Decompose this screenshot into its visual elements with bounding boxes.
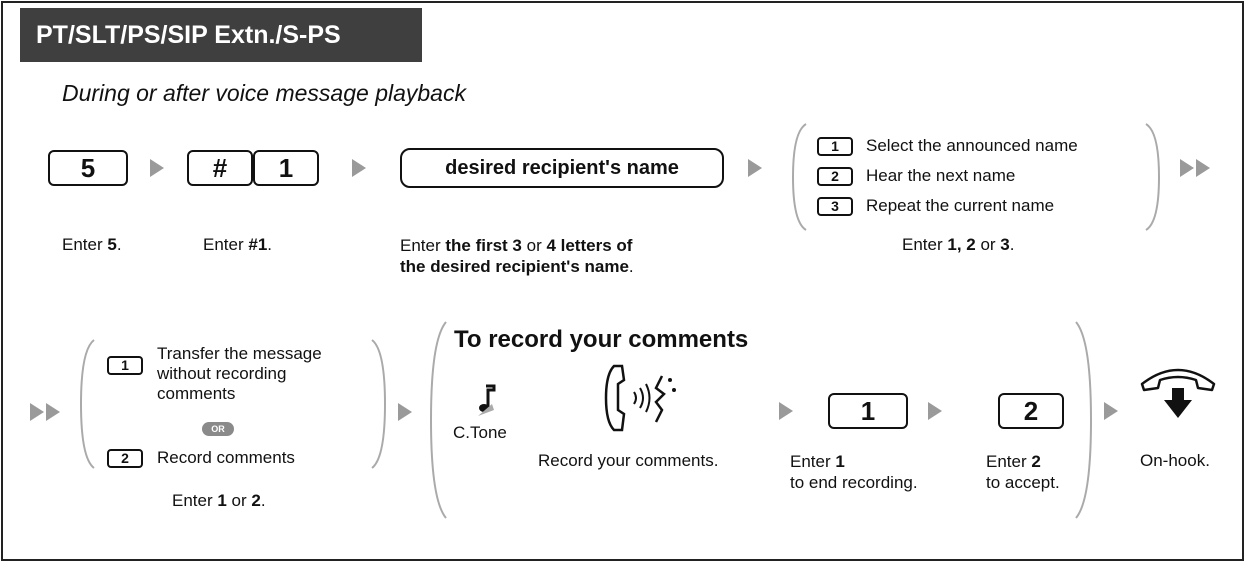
arrow-icon [398, 403, 412, 421]
option-key-3: 3 [817, 197, 853, 216]
arrow-icon [150, 159, 164, 177]
option-key-1: 1 [817, 137, 853, 156]
left-bracket [79, 339, 95, 469]
arrow-icon [352, 159, 366, 177]
caption-enter-1-or-2: Enter 1 or 2. [172, 491, 266, 510]
key-2-accept: 2 [998, 393, 1064, 429]
record-section-title: To record your comments [454, 326, 749, 353]
caption-on-hook: On-hook. [1140, 451, 1210, 470]
key-hash: # [187, 150, 253, 186]
caption-enter-options: Enter 1, 2 or 3. [902, 235, 1015, 254]
arrow-icon [748, 159, 762, 177]
key-1: 1 [253, 150, 319, 186]
option-key-1: 1 [107, 356, 143, 375]
arrow-icon [779, 402, 793, 420]
caption-enter-hash1: Enter #1. [203, 235, 273, 254]
or-badge: OR [202, 422, 234, 436]
right-bracket [1145, 123, 1161, 231]
left-bracket [791, 123, 807, 231]
option-label-1: Select the announced name [866, 136, 1078, 155]
subtitle: During or after voice message playback [62, 80, 466, 106]
option-key-2: 2 [817, 167, 853, 186]
arrow-icon [1180, 159, 1194, 177]
key-1-end: 1 [828, 393, 908, 429]
key-5: 5 [48, 150, 128, 186]
arrow-icon [928, 402, 942, 420]
on-hook-handset-icon [1140, 368, 1216, 418]
recipient-name-box: desired recipient's name [400, 148, 724, 188]
music-note-icon [478, 384, 496, 416]
record-comments-caption: Record your comments. [538, 451, 719, 470]
right-bracket [371, 339, 387, 469]
arrow-icon [30, 403, 44, 421]
option-key-2: 2 [107, 449, 143, 468]
caption-enter-5: Enter 5. [62, 235, 122, 254]
arrow-icon [1104, 402, 1118, 420]
right-bracket-large [1075, 321, 1093, 519]
option-label-3: Repeat the current name [866, 196, 1055, 215]
arrow-icon [46, 403, 60, 421]
option-record-label: Record comments [157, 448, 295, 467]
arrow-icon [1196, 159, 1210, 177]
header-title: PT/SLT/PS/SIP Extn./S-PS [20, 8, 422, 62]
left-bracket-large [429, 321, 447, 519]
c-tone-label: C.Tone [453, 423, 507, 442]
handset-speaking-icon [604, 364, 676, 432]
option-label-2: Hear the next name [866, 166, 1016, 185]
